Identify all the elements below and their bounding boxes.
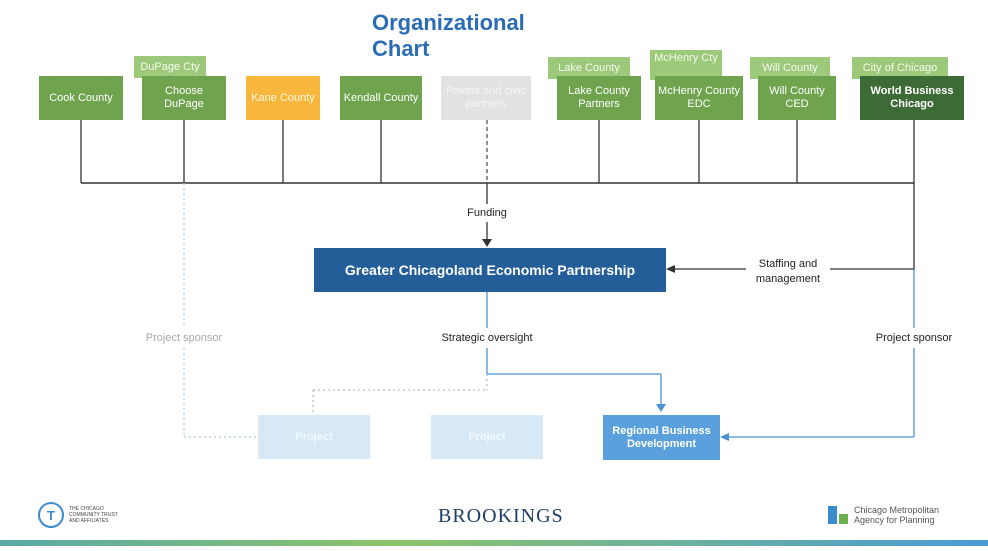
lake-county-partners-box: Lake County Partners (557, 76, 641, 120)
regional-business-development-box: Regional Business Development (603, 415, 720, 460)
cct-logo-text: THE CHICAGO COMMUNITY TRUST AND AFFILIAT… (69, 506, 118, 524)
staffing-management-text: Staffing and management (755, 258, 821, 285)
cmap-mark-icon (828, 506, 848, 524)
gcep-box: Greater Chicagoland Economic Partnership (314, 248, 666, 292)
city-of-chicago-box: City of Chicago (852, 57, 948, 79)
bottom-accent-bar (0, 540, 988, 546)
funding-label: Funding (467, 207, 507, 219)
dupage-cty-box: DuPage Cty (134, 56, 206, 78)
project-box-2: Project (431, 415, 543, 459)
brookings-logo: BROOKINGS (438, 505, 564, 527)
project-sponsor-left-label: Project sponsor (145, 332, 223, 344)
choose-dupage-box: Choose DuPage (142, 76, 226, 120)
kane-county-box: Kane County (246, 76, 320, 120)
project-sponsor-right-label: Project sponsor (875, 332, 953, 344)
staffing-management-label: Staffing and management (746, 257, 830, 287)
kendall-county-box: Kendall County (340, 76, 422, 120)
chart-title: Organizational Chart (372, 10, 525, 61)
will-county-box: Will County (750, 57, 830, 79)
will-county-ced-box: Will County CED (758, 76, 836, 120)
strategic-oversight-label: Strategic oversight (441, 332, 533, 344)
cmap-logo-text: Chicago Metropolitan Agency for Planning (854, 505, 940, 525)
cook-county-box: Cook County (39, 76, 123, 120)
mchenry-county-edc-box: McHenry County EDC (655, 76, 743, 120)
lake-county-box: Lake County (548, 57, 630, 79)
trust-t-icon: T (38, 502, 64, 528)
project-box-1: Project (258, 415, 370, 459)
cmap-mark-svg (828, 506, 848, 524)
mchenry-cty-box: McHenry Cty (650, 50, 722, 80)
private-civic-partners-box: Private and civic partners (441, 76, 531, 120)
world-business-chicago-box: World Business Chicago (860, 76, 964, 120)
cmap-logo: Chicago Metropolitan Agency for Planning (828, 505, 950, 525)
chicago-community-trust-logo: T THE CHICAGO COMMUNITY TRUST AND AFFILI… (38, 502, 129, 528)
